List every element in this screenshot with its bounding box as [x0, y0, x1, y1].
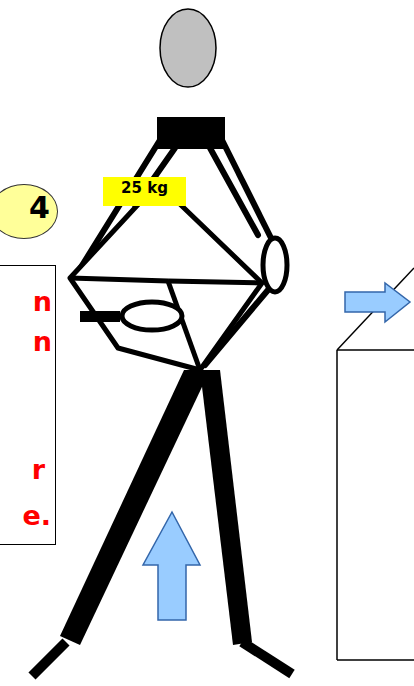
lift-up-arrow: [143, 512, 200, 620]
node-text: 25 kg: [103, 181, 186, 196]
leg-right: [200, 370, 252, 645]
weight-label: 25 kg: [103, 177, 186, 206]
node-text: 4: [29, 193, 50, 223]
elbow-right: [263, 238, 287, 292]
hand-left: [80, 311, 120, 322]
head: [160, 9, 216, 87]
foot-right: [242, 642, 292, 674]
step-number-circle: 4: [0, 184, 58, 239]
leg-left: [60, 370, 210, 645]
instruction-box: nn r e.: [0, 265, 56, 545]
shoulders: [157, 117, 225, 149]
hand-left-palm: [122, 302, 182, 330]
node-text: r: [32, 456, 45, 483]
target-surface: [337, 268, 414, 660]
foot-left: [32, 642, 66, 676]
node-text: n: [33, 328, 52, 355]
node-text: n: [33, 288, 52, 315]
node-text: e.: [22, 502, 51, 529]
move-right-arrow: [345, 283, 410, 322]
carried-box: [70, 183, 262, 370]
